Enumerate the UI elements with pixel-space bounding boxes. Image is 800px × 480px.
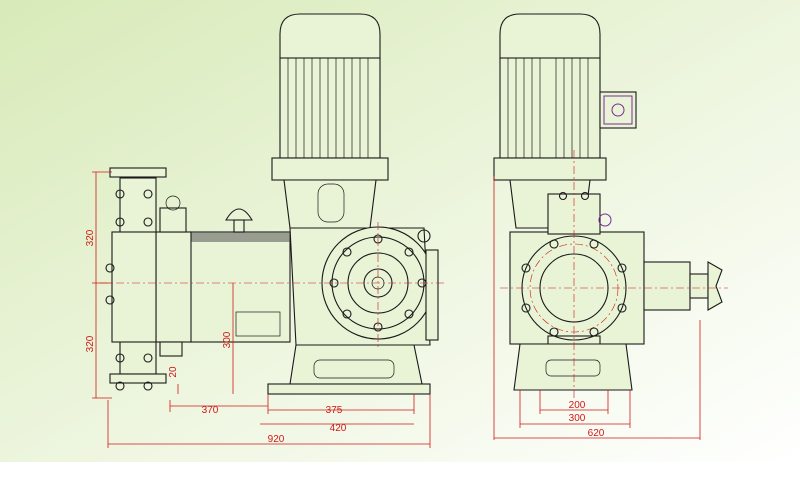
dim-left-span: 370 <box>202 405 219 416</box>
side-motor <box>493 13 637 229</box>
dim-upper-height: 320 <box>85 229 96 246</box>
dim-total-width: 620 <box>588 428 605 439</box>
dim-center-height: 300 <box>222 331 233 348</box>
front-shaft-tube <box>168 208 291 343</box>
front-motor <box>271 13 389 229</box>
dim-base-offset: 20 <box>168 366 179 378</box>
side-dimensions: 200 300 620 <box>493 176 701 440</box>
front-dimensions: 320 320 300 20 370 375 420 920 <box>85 171 431 448</box>
front-view <box>100 13 446 395</box>
dim-total-length: 920 <box>268 434 285 445</box>
dim-lower-height: 320 <box>85 335 96 352</box>
dim-mid-span: 375 <box>326 405 343 416</box>
side-view <box>493 13 728 400</box>
front-pump-head <box>105 167 192 391</box>
front-base <box>267 344 431 395</box>
dim-base-span: 420 <box>330 423 347 434</box>
dim-outer-base: 300 <box>569 413 586 424</box>
front-gear-housing <box>289 226 439 346</box>
bottom-strip <box>0 462 800 480</box>
dim-inner-base: 200 <box>569 400 586 411</box>
side-base <box>513 343 633 391</box>
